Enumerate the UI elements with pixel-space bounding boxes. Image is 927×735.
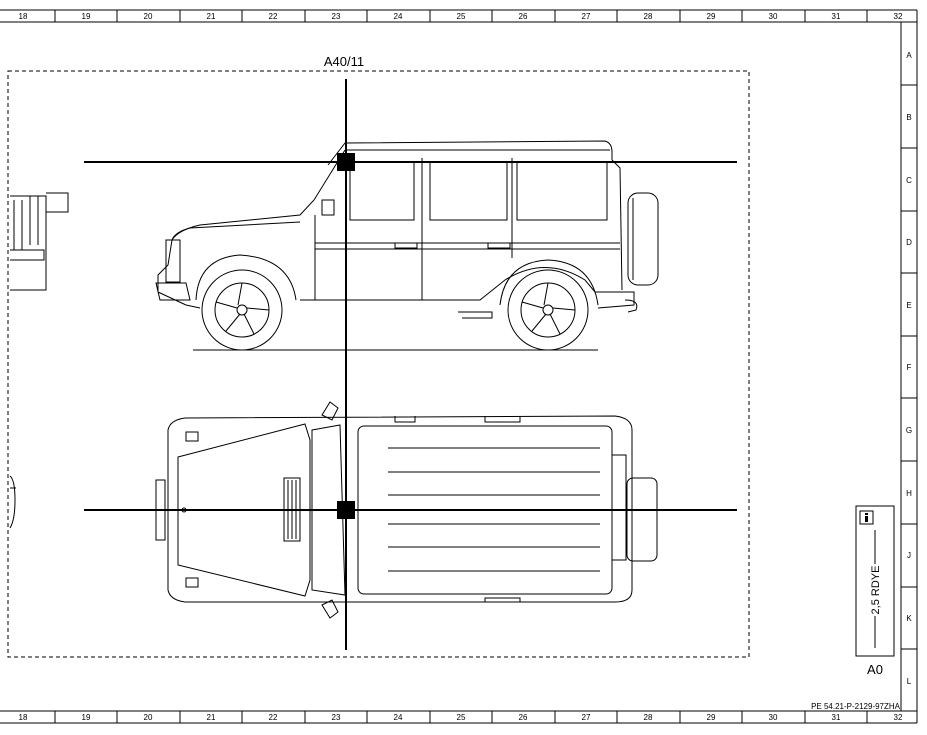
row-label: G	[906, 426, 912, 435]
vehicle-side-view	[155, 140, 659, 351]
col-label: 21	[207, 713, 216, 722]
col-label: 23	[332, 713, 341, 722]
col-label: 18	[19, 12, 28, 21]
col-label: 25	[457, 12, 466, 21]
col-label: 18	[19, 713, 28, 722]
col-label: 32	[894, 713, 903, 722]
col-label: 30	[769, 12, 778, 21]
col-label: 19	[82, 713, 91, 722]
component-boundary	[7, 70, 750, 658]
col-label: 20	[144, 713, 153, 722]
col-label: 25	[457, 713, 466, 722]
col-label: 19	[82, 12, 91, 21]
col-label: 27	[582, 713, 591, 722]
col-label: 29	[707, 12, 716, 21]
col-label: 32	[894, 12, 903, 21]
row-label: B	[906, 113, 911, 122]
component-label: A40/11	[324, 54, 364, 69]
frame-rows: A B C D E F G H J K L	[906, 51, 912, 686]
col-label: 31	[832, 713, 841, 722]
col-label: 28	[644, 713, 653, 722]
row-label: K	[906, 614, 912, 623]
row-label: E	[906, 301, 911, 310]
col-label: 23	[332, 12, 341, 21]
vehicle-partial-rear-view	[10, 192, 69, 291]
col-label: 22	[269, 12, 278, 21]
connector-code: A0	[867, 662, 883, 677]
frame-top-columns: 18 19 20 21 22 23 24 25 26 27 28 29 30 3…	[19, 12, 903, 21]
vehicle-partial-lower-view	[9, 475, 16, 529]
location-crosshairs	[84, 79, 737, 650]
col-label: 26	[519, 12, 528, 21]
row-label: F	[907, 363, 912, 372]
col-label: 24	[394, 713, 403, 722]
col-label: 22	[269, 713, 278, 722]
col-label: 26	[519, 713, 528, 722]
row-label: C	[906, 176, 912, 185]
wire-color-label: 2,5 RDYE	[870, 566, 882, 615]
component-marker-side	[337, 153, 355, 171]
row-label: D	[906, 238, 912, 247]
col-label: 28	[644, 12, 653, 21]
col-label: 24	[394, 12, 403, 21]
row-label: H	[906, 489, 912, 498]
col-label: 21	[207, 12, 216, 21]
row-label: L	[907, 677, 912, 686]
component-marker-top	[337, 501, 355, 519]
document-id: PE 54.21-P-2129-97ZHA	[811, 702, 901, 711]
col-label: 29	[707, 713, 716, 722]
row-label: A	[906, 51, 912, 60]
col-label: 30	[769, 713, 778, 722]
info-icon	[859, 510, 874, 525]
row-label: J	[907, 551, 911, 560]
frame-bottom-columns: 18 19 20 21 22 23 24 25 26 27 28 29 30 3…	[19, 713, 903, 722]
col-label: 27	[582, 12, 591, 21]
col-label: 20	[144, 12, 153, 21]
col-label: 31	[832, 12, 841, 21]
drawing-frame	[0, 9, 918, 724]
connector-legend: 2,5 RDYE	[855, 505, 895, 657]
